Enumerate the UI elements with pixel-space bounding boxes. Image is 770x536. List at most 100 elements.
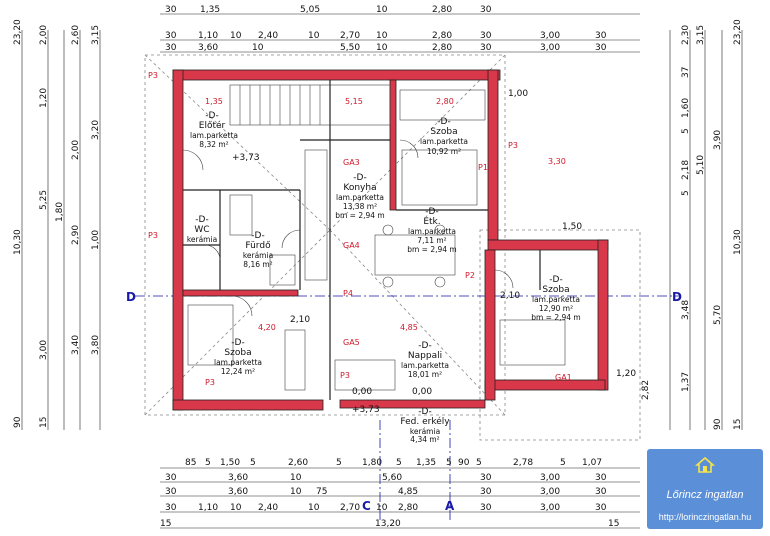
svg-text:1,60: 1,60 (681, 98, 691, 118)
svg-text:kerámia: kerámia (410, 427, 440, 436)
svg-text:WC: WC (194, 225, 209, 235)
svg-text:1,00: 1,00 (91, 230, 101, 250)
svg-text:1,10: 1,10 (198, 31, 218, 41)
svg-text:1,50: 1,50 (562, 222, 582, 232)
svg-text:18,01 m²: 18,01 m² (408, 370, 442, 379)
svg-text:P2: P2 (465, 271, 475, 280)
room-konyha: -D- Konyha lam.parketta 13,38 m² bm = 2,… (335, 173, 385, 220)
logo-name: Lőrincz ingatlan (666, 489, 744, 501)
svg-text:2,80: 2,80 (436, 97, 454, 106)
svg-text:10: 10 (230, 31, 242, 41)
room-wc: -D- WC kerámia (187, 215, 217, 244)
svg-text:5,60: 5,60 (382, 473, 402, 483)
svg-text:2,90: 2,90 (71, 225, 81, 245)
svg-text:12,24 m²: 12,24 m² (221, 367, 255, 376)
svg-text:2,80: 2,80 (432, 5, 452, 15)
svg-text:lam.parketta: lam.parketta (401, 361, 449, 370)
svg-text:4,85: 4,85 (398, 487, 418, 497)
svg-text:Étk.: Étk. (423, 215, 440, 227)
svg-text:30: 30 (480, 487, 492, 497)
svg-text:2,80: 2,80 (432, 43, 452, 53)
svg-text:kerámia: kerámia (243, 251, 273, 260)
svg-text:0,00: 0,00 (352, 387, 372, 397)
svg-text:2,18: 2,18 (681, 160, 691, 180)
svg-text:2,70: 2,70 (340, 503, 360, 513)
svg-text:P3: P3 (148, 231, 158, 240)
svg-text:1,10: 1,10 (198, 503, 218, 513)
svg-text:3,60: 3,60 (198, 43, 218, 53)
svg-text:23,20: 23,20 (733, 19, 743, 45)
dims-right: 23,20 2,30 3,15 37 1,60 5 2,18 5 5,10 3,… (641, 19, 743, 430)
svg-text:-D-: -D- (425, 207, 438, 217)
svg-text:Nappali: Nappali (408, 351, 442, 361)
svg-text:12,90 m²: 12,90 m² (539, 304, 573, 313)
svg-text:-D-: -D- (418, 341, 431, 351)
svg-text:1,20: 1,20 (616, 369, 636, 379)
svg-text:1,80: 1,80 (362, 458, 382, 468)
svg-text:3,48: 3,48 (681, 300, 691, 320)
svg-text:30: 30 (165, 5, 177, 15)
svg-text:7,11 m²: 7,11 m² (417, 236, 446, 245)
svg-text:5: 5 (681, 190, 691, 196)
svg-text:8,16 m²: 8,16 m² (243, 260, 272, 269)
svg-text:10: 10 (230, 503, 242, 513)
svg-text:30: 30 (480, 503, 492, 513)
stairs (229, 84, 391, 281)
svg-text:10: 10 (376, 503, 388, 513)
svg-text:Konyha: Konyha (343, 183, 376, 193)
svg-text:P3: P3 (148, 71, 158, 80)
svg-text:P3: P3 (205, 378, 215, 387)
svg-text:4,34 m²: 4,34 m² (410, 435, 439, 444)
svg-text:2,80: 2,80 (432, 31, 452, 41)
svg-text:30: 30 (480, 31, 492, 41)
svg-text:3,00: 3,00 (39, 340, 49, 360)
svg-text:15: 15 (39, 417, 49, 428)
svg-text:90: 90 (13, 416, 23, 428)
svg-text:5,05: 5,05 (300, 5, 320, 15)
svg-text:3,80: 3,80 (91, 335, 101, 355)
svg-text:3,15: 3,15 (696, 25, 706, 45)
room-labels: -D- Előtér lam.parketta 8,32 m² -D- Szob… (187, 111, 581, 444)
svg-text:10: 10 (376, 31, 388, 41)
svg-text:3,00: 3,00 (540, 487, 560, 497)
svg-text:1,50: 1,50 (220, 458, 240, 468)
logo-url: http://lorinczingatlan.hu (658, 512, 752, 522)
dims-top: 30 1,35 5,05 10 2,80 30 30 1,10 10 2,40 … (165, 5, 607, 53)
svg-text:85: 85 (185, 458, 196, 468)
svg-text:0,00: 0,00 (412, 387, 432, 397)
svg-text:P3: P3 (340, 371, 350, 380)
svg-text:30: 30 (595, 503, 607, 513)
svg-text:1,37: 1,37 (681, 372, 691, 392)
svg-text:2,40: 2,40 (258, 503, 278, 513)
svg-text:2,00: 2,00 (39, 25, 49, 45)
svg-text:30: 30 (165, 503, 177, 513)
svg-text:lam.parketta: lam.parketta (190, 131, 238, 140)
room-etk: -D- Étk. lam.parketta 7,11 m² bm = 2,94 … (407, 207, 457, 254)
room-fed-erkely: -D- Fed. erkély kerámia 4,34 m² (400, 407, 450, 444)
svg-text:lam.parketta: lam.parketta (336, 193, 384, 202)
svg-text:5,25: 5,25 (39, 190, 49, 210)
svg-text:5: 5 (476, 458, 482, 468)
svg-text:3,30: 3,30 (548, 157, 566, 166)
svg-text:Előtér: Előtér (199, 120, 226, 131)
svg-text:P4: P4 (343, 289, 353, 298)
svg-text:2,30: 2,30 (681, 25, 691, 45)
svg-text:-D-: -D- (231, 338, 244, 348)
svg-text:1,80: 1,80 (55, 202, 65, 222)
room-nappali: -D- Nappali lam.parketta 18,01 m² (401, 341, 449, 379)
svg-text:3,60: 3,60 (228, 473, 248, 483)
svg-text:3,20: 3,20 (91, 120, 101, 140)
svg-text:5: 5 (396, 458, 402, 468)
svg-text:GA1: GA1 (555, 373, 572, 382)
svg-text:Szoba: Szoba (224, 348, 251, 358)
svg-text:30: 30 (165, 487, 177, 497)
svg-text:P3: P3 (508, 141, 518, 150)
svg-text:30: 30 (595, 487, 607, 497)
room-szoba-2: -D- Szoba lam.parketta 12,90 m² bm = 2,9… (531, 275, 581, 322)
svg-text:2,80: 2,80 (398, 503, 418, 513)
room-szoba-3: -D- Szoba lam.parketta 12,24 m² (214, 338, 262, 376)
svg-text:2,60: 2,60 (288, 458, 308, 468)
watermark-logo: Lőrincz ingatlan http://lorinczingatlan.… (647, 449, 763, 529)
svg-text:8,32 m²: 8,32 m² (199, 140, 228, 149)
